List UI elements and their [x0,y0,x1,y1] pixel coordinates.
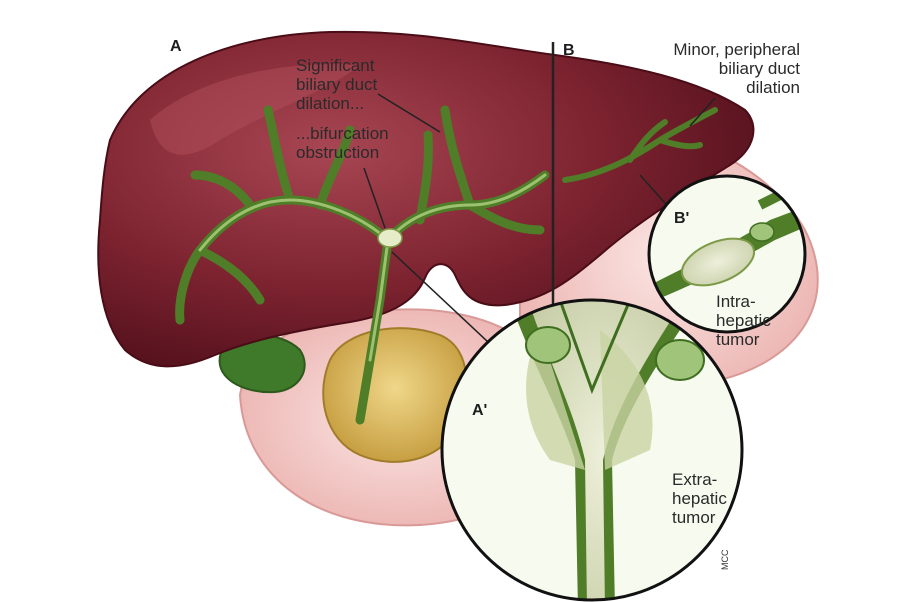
label-bifurcation-obstruction: ...bifurcation obstruction [296,124,389,162]
panel-label-a: A [170,38,182,55]
label-line: dilation... [296,94,365,113]
biliary-tree [175,105,718,425]
label-line: hepatic [672,489,727,508]
artist-signature: MCC [720,549,730,571]
magnified-view-a-prime [440,298,744,602]
bifurcation-tumor [377,228,403,248]
label-line: tumor [672,508,716,527]
label-line: dilation [746,78,800,97]
label-line: hepatic [716,311,771,330]
liver-highlight [150,64,360,155]
panel-label-a-prime: A' [472,402,488,419]
label-line: ...bifurcation [296,124,389,143]
label-line: Extra- [672,470,718,489]
label-line: obstruction [296,143,380,162]
label-line: Intra- [716,292,756,311]
label-line: Minor, peripheral [673,40,800,59]
label-line: biliary duct [718,59,800,78]
panel-label-b: B [563,42,575,59]
label-line: Significant [296,56,375,75]
label-intrahepatic-tumor: Intra- hepatic tumor [716,292,771,349]
label-line: biliary duct [296,75,378,94]
label-significant-dilation: Significant biliary duct dilation... [296,56,377,113]
label-extrahepatic-tumor: Extra- hepatic tumor [672,470,727,527]
magnified-view-b-prime [647,174,807,334]
panel-label-b-prime: B' [674,210,690,227]
label-line: tumor [716,330,760,349]
label-minor-peripheral-dilation: Minor, peripheral biliary duct dilation [636,40,800,97]
